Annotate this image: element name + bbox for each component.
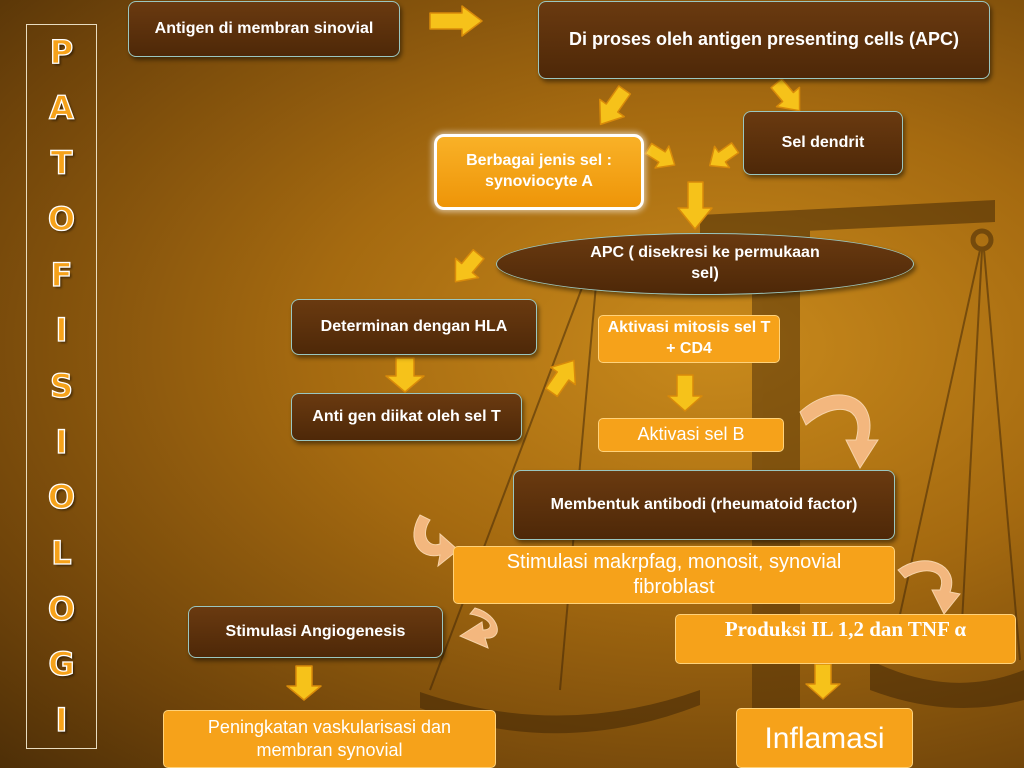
title-letter: O: [47, 199, 76, 238]
node-label: Membentuk antibodi (rheumatoid factor): [550, 495, 858, 513]
arrow-down-icon: [286, 665, 322, 701]
title-letter: O: [47, 478, 76, 517]
title-letter: A: [48, 88, 74, 127]
node-aktivasi-mitosis: Aktivasi mitosis sel T + CD4: [598, 315, 780, 363]
node-antigen-diikat: Anti gen diikat oleh sel T: [291, 393, 522, 441]
arrow-diagonal-icon: [644, 142, 676, 169]
node-membentuk-antibodi: Membentuk antibodi (rheumatoid factor): [513, 470, 895, 540]
arrow-right-icon: [429, 5, 483, 37]
node-inflamasi: Inflamasi: [736, 708, 913, 768]
title-letter: F: [50, 255, 73, 294]
flow-arrows-diagonal: [454, 77, 801, 398]
node-label: Produksi IL 1,2 dan TNF α: [724, 617, 967, 641]
node-peningkatan-vaskularisasi: Peningkatan vaskularisasi dan membran sy…: [163, 710, 496, 768]
node-label: Anti gen diikat oleh sel T: [312, 407, 501, 425]
node-aktivasi-sel-b: Aktivasi sel B: [598, 418, 784, 452]
node-label: Stimulasi Angiogenesis: [225, 622, 406, 640]
title-letter: O: [47, 589, 76, 628]
arrow-diagonal-icon: [454, 248, 485, 283]
title-letter: I: [55, 311, 68, 350]
node-label: Berbagai jenis sel : synoviocyte A: [466, 152, 612, 190]
node-determinan-hla: Determinan dengan HLA: [291, 299, 537, 355]
node-label: Aktivasi sel B: [637, 424, 745, 445]
node-apc-disekresi: APC ( disekresi ke permukaan sel): [496, 233, 914, 295]
node-diproses-apc: Di proses oleh antigen presenting cells …: [538, 1, 990, 79]
curved-arrow-icon: [413, 514, 459, 568]
node-produksi-il: Produksi IL 1,2 dan TNF α: [675, 614, 1016, 664]
arrow-diagonal-icon: [770, 77, 801, 112]
node-stimulasi-makrofag: Stimulasi makrpfag, monosit, synovial fi…: [453, 546, 895, 604]
node-label: Aktivasi mitosis sel T + CD4: [607, 319, 771, 357]
node-sel-dendrit: Sel dendrit: [743, 111, 903, 175]
node-stimulasi-angiogenesis: Stimulasi Angiogenesis: [188, 606, 443, 658]
title-letter: S: [49, 366, 74, 405]
arrow-down-icon: [385, 357, 425, 393]
node-label: Di proses oleh antigen presenting cells …: [568, 29, 960, 50]
node-label: Determinan dengan HLA: [320, 317, 508, 335]
arrow-down-icon: [677, 181, 713, 230]
node-label: APC ( disekresi ke permukaan sel): [590, 244, 820, 282]
arrow-down-icon: [805, 663, 841, 700]
title-letter: T: [50, 144, 73, 183]
flow-arrows: [286, 5, 841, 701]
node-label: Peningkatan vaskularisasi dan membran sy…: [207, 716, 452, 760]
curved-arrow-icon: [458, 607, 498, 649]
arrow-diagonal-icon: [545, 359, 577, 398]
arrow-diagonal-icon: [708, 142, 740, 169]
title-letter: P: [49, 33, 74, 71]
node-label: Inflamasi: [764, 721, 885, 755]
node-label: Stimulasi makrpfag, monosit, synovial fi…: [506, 551, 842, 598]
title-letter: I: [55, 700, 68, 739]
title-letter: G: [48, 645, 76, 684]
node-antigen-membran: Antigen di membran sinovial: [128, 1, 400, 57]
title-letter: L: [51, 533, 73, 572]
arrow-down-icon: [667, 374, 703, 412]
curved-arrow-icon: [799, 394, 879, 470]
curved-arrow-icon: [897, 560, 961, 615]
node-label: Sel dendrit: [781, 133, 865, 151]
vertical-title-frame: [26, 24, 97, 749]
title-letter: I: [55, 422, 68, 461]
vertical-title: P A T O F I S I O L O G I: [26, 33, 97, 739]
curved-arrows: [413, 394, 961, 649]
arrow-diagonal-icon: [598, 85, 632, 126]
node-synoviocyte: Berbagai jenis sel : synoviocyte A: [434, 134, 644, 210]
node-label: Antigen di membran sinovial: [154, 19, 374, 37]
